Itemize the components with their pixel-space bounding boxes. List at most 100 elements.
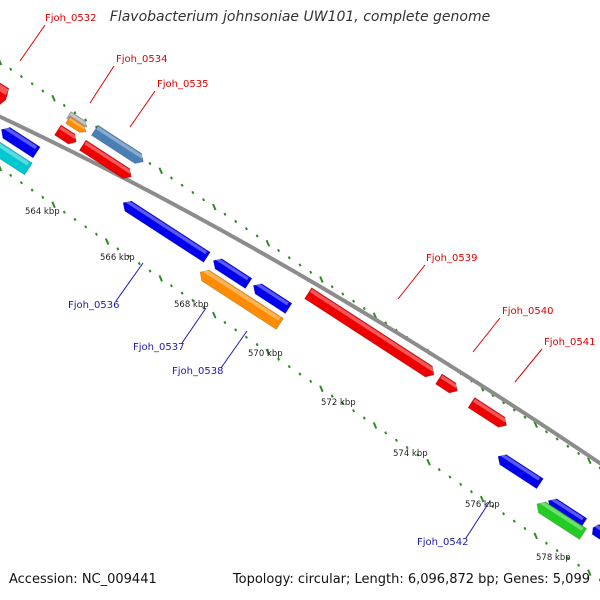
forward-tick xyxy=(169,176,173,180)
forward-tick xyxy=(555,437,559,441)
reverse-tick xyxy=(416,453,420,457)
gene-feature xyxy=(54,124,77,145)
reverse-tick xyxy=(502,512,506,516)
gene-feature xyxy=(304,287,435,378)
label-leaders xyxy=(19,24,543,539)
gene-feature xyxy=(78,139,132,179)
forward-tick xyxy=(512,408,516,412)
forward-tick xyxy=(51,94,56,102)
gene-leader-line xyxy=(19,24,46,62)
forward-tick xyxy=(0,59,3,66)
gene-label[interactable]: Fjoh_0538 xyxy=(172,366,223,377)
forward-tick xyxy=(41,89,45,93)
gene-label[interactable]: Fjoh_0540 xyxy=(502,306,553,317)
forward-tick xyxy=(341,292,345,296)
reverse-tick xyxy=(116,247,120,251)
gene-leader-line xyxy=(181,307,207,344)
gene-leader-line xyxy=(220,330,248,369)
reverse-tick xyxy=(51,201,56,209)
reverse-tick xyxy=(19,181,23,185)
gene-feature xyxy=(1,125,41,159)
forward-tick xyxy=(352,299,356,303)
forward-tick xyxy=(362,306,366,311)
gene-feature xyxy=(536,499,588,540)
reverse-tick xyxy=(287,364,291,369)
reverse-tick xyxy=(30,188,34,192)
forward-tick xyxy=(502,401,506,405)
reverse-tick xyxy=(180,291,184,295)
forward-tick xyxy=(287,256,291,260)
gene-label[interactable]: Fjoh_0537 xyxy=(133,342,184,353)
forward-tick xyxy=(73,111,77,115)
reverse-tick xyxy=(362,416,366,420)
reverse-tick xyxy=(512,519,516,523)
gene-feature xyxy=(0,140,33,176)
gene-label[interactable]: Fjoh_0536 xyxy=(68,300,119,311)
gene-feature xyxy=(467,397,507,428)
reverse-tick xyxy=(394,438,398,442)
reverse-tick-row xyxy=(0,165,600,582)
scale-label: 570 kbp xyxy=(248,349,283,359)
forward-tick xyxy=(9,67,13,71)
reverse-tick xyxy=(469,490,473,494)
gene-label[interactable]: Fjoh_0534 xyxy=(116,54,167,65)
reverse-tick xyxy=(459,482,463,487)
reverse-tick xyxy=(234,328,238,332)
forward-tick xyxy=(212,203,217,211)
scale-label: 564 kbp xyxy=(25,207,60,217)
gene-label[interactable]: Fjoh_0535 xyxy=(157,79,208,90)
scale-label: 576 kbp xyxy=(465,500,500,510)
reverse-tick xyxy=(330,394,334,398)
gene-label[interactable]: Fjoh_0542 xyxy=(417,537,468,548)
reverse-tick xyxy=(309,379,313,384)
gene-feature xyxy=(0,82,10,108)
reverse-tick xyxy=(41,195,45,200)
map-title: Flavobacterium johnsoniae UW101, complet… xyxy=(109,9,491,25)
forward-tick xyxy=(330,285,334,289)
reverse-tick xyxy=(277,357,281,361)
reverse-tick xyxy=(448,475,452,479)
reverse-tick xyxy=(372,422,378,429)
reverse-tick xyxy=(533,532,538,540)
reverse-tick xyxy=(212,311,217,319)
gene-feature xyxy=(213,256,253,289)
gene-feature xyxy=(65,116,87,133)
forward-tick xyxy=(577,451,581,456)
reverse-tick xyxy=(587,569,592,577)
reverse-tick xyxy=(202,306,206,310)
forward-tick xyxy=(255,234,259,238)
reverse-tick xyxy=(191,298,195,303)
reverse-tick xyxy=(127,254,131,258)
forward-tick xyxy=(265,239,271,247)
gene-label[interactable]: Fjoh_0532 xyxy=(45,13,96,24)
forward-tick xyxy=(223,212,227,216)
forward-tick xyxy=(148,161,152,166)
gene-feature xyxy=(199,268,284,330)
reverse-tick xyxy=(405,445,409,450)
reverse-tick xyxy=(244,335,248,339)
gene-feature xyxy=(253,281,293,314)
forward-tick xyxy=(180,183,184,187)
gene-features xyxy=(0,82,600,540)
gene-feature xyxy=(591,523,600,540)
gene-label[interactable]: Fjoh_0539 xyxy=(426,253,477,264)
scale-label: 574 kbp xyxy=(393,449,428,459)
gene-leader-line xyxy=(115,262,144,302)
gene-label[interactable]: Fjoh_0541 xyxy=(544,337,595,348)
accession-label: Accession: NC_009441 xyxy=(9,572,157,587)
reverse-tick xyxy=(148,269,152,273)
gene-leader-line xyxy=(472,317,501,353)
gene-feature xyxy=(497,452,544,490)
scale-label: 568 kbp xyxy=(174,300,209,310)
gene-leader-line xyxy=(397,264,426,300)
forward-tick xyxy=(202,198,206,202)
forward-tick xyxy=(191,190,195,195)
reverse-tick xyxy=(62,210,66,214)
reverse-tick xyxy=(265,348,271,356)
reverse-tick xyxy=(352,409,356,413)
reverse-tick xyxy=(137,261,141,266)
gene-feature xyxy=(122,199,211,263)
scale-label: 566 kbp xyxy=(100,253,135,263)
